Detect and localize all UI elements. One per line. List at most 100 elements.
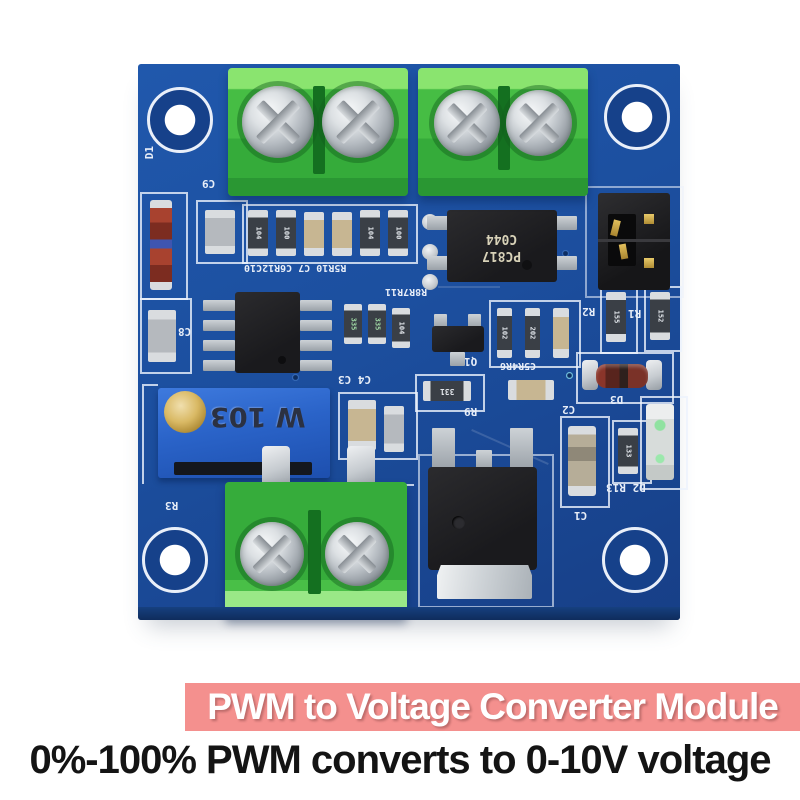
- label-resistor-row: R5R10 C7 C6R12C10: [244, 262, 347, 273]
- soic8-ic: [235, 292, 300, 373]
- component-marking: 133: [624, 444, 632, 458]
- ic-pin: [300, 300, 332, 311]
- ic-pin1-dot: [278, 356, 286, 364]
- component-marking: 331: [439, 386, 455, 396]
- diode-d1: [150, 200, 172, 290]
- terminal-slot: [308, 510, 321, 594]
- label-r2: R2: [582, 305, 596, 318]
- component-marking: 104: [397, 321, 405, 335]
- chip-pin1-dot: [522, 260, 532, 270]
- regulator-tab: [437, 565, 532, 599]
- silkscreen-box-d3: [576, 352, 674, 404]
- potentiometer-base: [174, 462, 312, 475]
- silkscreen-box-c1: [560, 416, 610, 508]
- chip-marking-line2: C044: [486, 231, 518, 246]
- regulator-lead: [510, 428, 533, 470]
- capacitor-c1: [568, 426, 596, 496]
- capacitor-c5: [553, 308, 569, 358]
- ic-pin: [555, 256, 577, 270]
- silkscreen-box-c4c3: [338, 392, 418, 460]
- label-r9: R9: [464, 405, 478, 418]
- optocoupler-pc817: PC817 C044: [447, 210, 557, 282]
- terminal-block-bottom: [225, 482, 407, 618]
- solder-pad: [347, 446, 375, 488]
- label-d3: D3: [610, 393, 624, 406]
- ic-pin: [203, 360, 235, 371]
- terminal-screw: [325, 522, 389, 586]
- label-c1: C1: [574, 509, 588, 522]
- chip-marking-line1: PC817: [482, 247, 522, 263]
- mounting-hole-bottom-right: [602, 527, 668, 593]
- potentiometer-screw: [164, 391, 206, 433]
- via: [566, 372, 573, 379]
- solder-pad: [422, 274, 438, 290]
- capacitor-c7: [304, 212, 324, 256]
- regulator-lead: [476, 450, 492, 470]
- mounting-hole-top-left: [147, 87, 213, 153]
- via: [292, 374, 299, 381]
- resistor-r10: 100: [276, 210, 296, 256]
- label-d1: D1: [143, 146, 156, 160]
- title-banner: PWM to Voltage Converter Module: [185, 683, 800, 731]
- terminal-screw: [322, 86, 394, 158]
- pcb-side-edge: [138, 607, 680, 620]
- regulator-lead: [432, 428, 455, 470]
- transistor-pad: [468, 314, 481, 328]
- capacitor-c9: [205, 210, 235, 254]
- silkscreen-box-d2: [640, 396, 688, 490]
- terminal-slot: [313, 86, 325, 174]
- chip-marking: PC817 C044: [482, 229, 521, 263]
- ic-pin: [300, 320, 332, 331]
- pcb-board: D1 C9 C8 R3 R5R10 C7 C6R12C10 R8R7R11 C4…: [138, 64, 688, 620]
- label-c8: C8: [178, 325, 192, 338]
- regulator-dot: [452, 516, 465, 529]
- ic-pin: [300, 360, 332, 371]
- label-c2: C2: [562, 403, 576, 416]
- transistor-pad: [450, 352, 465, 366]
- component-marking: 100: [394, 226, 402, 240]
- terminal-screw: [434, 90, 500, 156]
- component-marking: 104: [254, 226, 262, 240]
- ic-pin: [427, 216, 449, 230]
- ic-pin: [555, 216, 577, 230]
- solder-pad: [582, 360, 598, 390]
- silkscreen-box-c8: [140, 298, 192, 374]
- resistor-r11: 104: [392, 308, 410, 348]
- component-marking: 202: [528, 326, 537, 340]
- component-marking: 155: [612, 310, 620, 324]
- jumper-gold-pin: [644, 214, 654, 224]
- resistor-r13: 133: [618, 428, 638, 474]
- terminal-screw: [506, 90, 572, 156]
- silkscreen-bracket-pot: [142, 384, 158, 484]
- ic-pin: [427, 256, 449, 270]
- potentiometer-marking-wrap: W 103: [198, 400, 318, 432]
- silkscreen-box-c5r4r6: [489, 300, 581, 368]
- capacitor-c2: [508, 380, 554, 400]
- label-r8r7r11: R8R7R11: [385, 286, 428, 297]
- resistor-r7: 335: [368, 304, 386, 344]
- capacitor-c6: [332, 212, 352, 256]
- label-c4-c3: C4 C3: [338, 373, 372, 386]
- label-q1: Q1: [464, 355, 478, 368]
- transistor-q1: [432, 326, 484, 352]
- via: [562, 250, 569, 257]
- capacitor-c3: [384, 406, 404, 452]
- component-marking: 100: [282, 226, 290, 240]
- resistor-r2: 155: [606, 292, 626, 342]
- resistor-r12: 104: [360, 210, 380, 256]
- pcb-trace: [438, 286, 500, 288]
- silkscreen-box-jumper: [585, 186, 684, 298]
- terminal-screw: [242, 86, 314, 158]
- transistor-pad: [434, 314, 447, 328]
- regulator-to252: [428, 467, 537, 570]
- capacitor-c4: [348, 400, 376, 450]
- component-marking: 104: [366, 226, 374, 240]
- ic-pin: [300, 340, 332, 351]
- silkscreen-box-c9: [196, 200, 248, 264]
- terminal-screw: [240, 522, 304, 586]
- label-c5r4r6: C5R4R6: [500, 360, 537, 371]
- resistor-r6: 202: [525, 308, 540, 358]
- label-c9: C9: [202, 177, 216, 190]
- silkscreen-box-resistor-row: [242, 204, 418, 264]
- label-d2-r13: D2 R13: [606, 481, 646, 494]
